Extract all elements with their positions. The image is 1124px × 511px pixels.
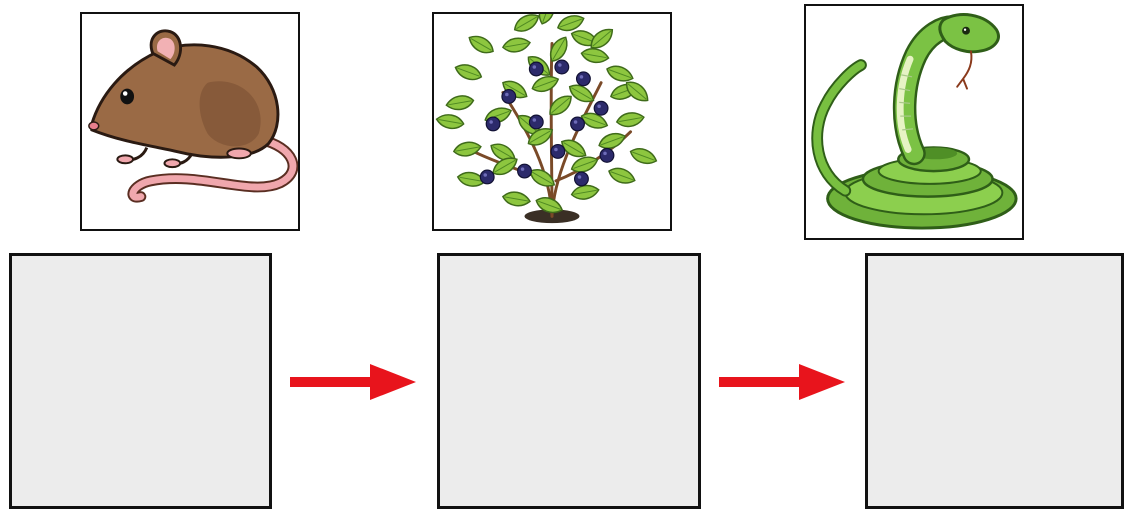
answer-slot-1[interactable] [9,253,272,509]
right-arrow-icon [719,364,845,400]
snake-picture-card[interactable] [804,4,1024,240]
snake-illustration [811,13,1018,230]
mouse-illustration [88,29,298,203]
berry-bush-illustration [434,14,660,224]
answer-slot-2[interactable] [437,253,701,509]
right-arrow-icon [290,364,416,400]
mouse-picture-card[interactable] [80,12,300,231]
answer-slot-3[interactable] [865,253,1124,509]
berry-bush-picture-card[interactable] [432,12,672,231]
